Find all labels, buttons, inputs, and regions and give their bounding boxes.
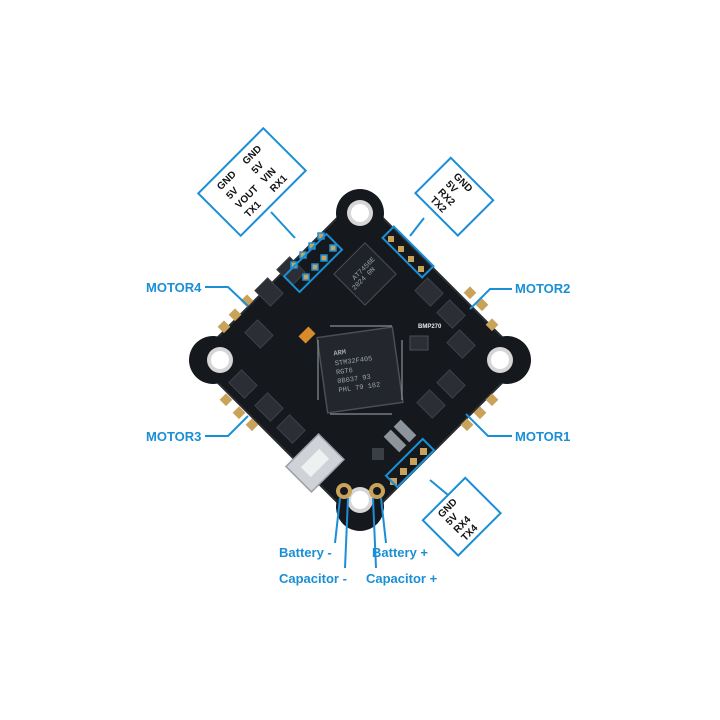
motor3-label: MOTOR3: [146, 429, 201, 444]
capacitor-neg-label: Capacitor -: [279, 571, 347, 586]
mount-hole-left: [207, 347, 233, 373]
battery-neg-label: Battery -: [279, 545, 332, 560]
mcu-line-2: RGT6: [336, 367, 354, 377]
mcu-chip: ARM STM32F405 RGT6 0B037 93 PHL 79 182: [316, 326, 404, 414]
flight-controller-board: AT7456E 2024 0N ARM STM32F405 RGT6 0B037…: [189, 189, 531, 531]
callout-lines: [205, 211, 512, 569]
usb-connector: [284, 432, 346, 494]
baro-silk-label: BMP270: [418, 324, 442, 330]
mount-hole-top: [347, 200, 373, 226]
motor2-label: MOTOR2: [515, 281, 570, 296]
uart4-label-box: GND 5V RX4 TX4: [421, 476, 503, 558]
uart4-pads: [390, 448, 427, 485]
uart2-label-box: GND 5V RX2 TX2: [413, 156, 495, 238]
motor1-label: MOTOR1: [515, 429, 570, 444]
mcu-brand: ARM: [333, 349, 347, 359]
battery-pos-label: Battery +: [372, 545, 428, 560]
mount-hole-right: [487, 347, 513, 373]
mount-hole-bottom: [347, 487, 373, 513]
uart1-label-box: GND 5V VOUT TX1 GND 5V VIN RX1: [196, 126, 308, 238]
capacitor-pos-label: Capacitor +: [366, 571, 438, 586]
osd-chip: AT7456E 2024 0N: [333, 242, 397, 306]
tantalum-capacitor: [298, 326, 316, 344]
battery-pads: [336, 483, 385, 499]
uart2-pads: [388, 236, 424, 272]
motor4-label: MOTOR4: [146, 280, 202, 295]
